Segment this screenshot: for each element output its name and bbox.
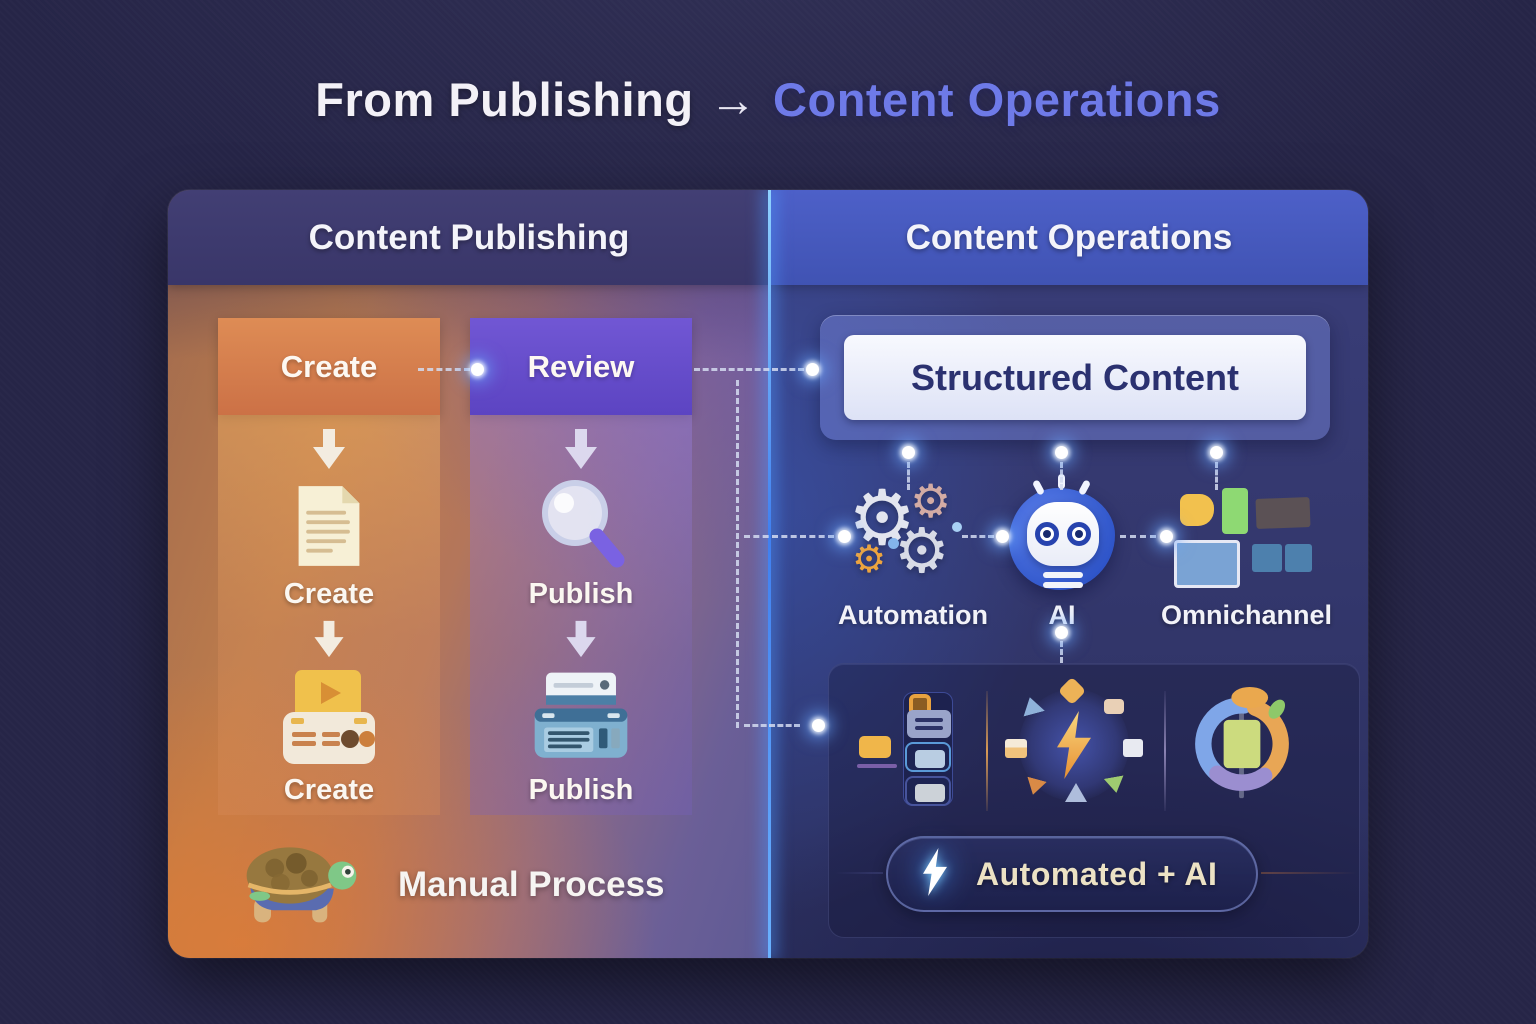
ai-robot-icon xyxy=(1007,474,1117,598)
content-publishing-header-label: Content Publishing xyxy=(308,217,630,257)
page-title: From Publishing → Content Operations xyxy=(0,72,1536,127)
comparison-card: Content Publishing Create xyxy=(168,190,1368,958)
structured-content-card: Structured Content xyxy=(820,315,1330,440)
connector-dash xyxy=(1060,462,1063,490)
printer-icon xyxy=(529,668,633,768)
connector-dash xyxy=(736,380,739,728)
turtle-icon xyxy=(226,835,376,936)
down-arrow-icon xyxy=(562,619,600,664)
robot-face xyxy=(1027,502,1099,566)
bolt-glyph xyxy=(1057,711,1091,779)
connector-dot xyxy=(996,530,1009,543)
create-column-body: Create xyxy=(218,415,440,815)
down-arrow-icon xyxy=(310,619,348,664)
connector-dot xyxy=(902,446,915,459)
content-cycle-icon xyxy=(1184,686,1300,802)
connector-dash xyxy=(418,368,470,371)
manual-process-row: Manual Process xyxy=(226,830,736,940)
automated-pipeline-panel: Automated + AI xyxy=(828,663,1360,938)
omnichannel-label: Omnichannel xyxy=(1161,600,1333,630)
publish-step-label: Publish xyxy=(528,578,634,610)
automated-ai-badge: Automated + AI xyxy=(886,836,1258,912)
automation-label: Automation xyxy=(838,600,988,630)
media-card-icon xyxy=(279,668,379,768)
ai-label: AI xyxy=(1048,600,1076,630)
manual-process-label: Manual Process xyxy=(398,865,665,904)
title-arrow-icon: → xyxy=(709,73,758,126)
review-column: Review Publish xyxy=(470,318,692,815)
connector-dot xyxy=(1210,446,1223,459)
connector-dot xyxy=(838,530,851,543)
content-publishing-header: Content Publishing xyxy=(168,190,770,285)
connector-dash xyxy=(744,535,834,538)
connector-dash xyxy=(1120,535,1156,538)
title-from: From Publishing xyxy=(315,73,694,126)
title-to: Content Operations xyxy=(773,73,1221,126)
lightning-burst-icon xyxy=(999,676,1149,811)
content-operations-header: Content Operations xyxy=(770,190,1368,285)
connector-dash xyxy=(907,462,910,490)
content-publishing-panel: Content Publishing Create xyxy=(168,190,770,958)
down-arrow-icon xyxy=(560,427,602,476)
robot-eye xyxy=(1067,522,1091,546)
magnifier-icon xyxy=(535,480,627,572)
content-operations-panel: Content Operations Structured Content ⚙ … xyxy=(770,190,1368,958)
divider xyxy=(986,691,988,811)
structured-content-label: Structured Content xyxy=(844,335,1306,420)
connector-dot xyxy=(1055,626,1068,639)
down-arrow-icon xyxy=(308,427,350,476)
create-step-label: Create xyxy=(283,774,375,806)
connector-dash xyxy=(744,724,800,727)
connector-dot xyxy=(812,719,825,732)
divider xyxy=(835,872,883,874)
divider xyxy=(1164,691,1166,811)
publish-step-label: Publish xyxy=(528,774,634,806)
connector-dot xyxy=(806,363,819,376)
connector-dash xyxy=(694,368,804,371)
content-operations-header-label: Content Operations xyxy=(905,217,1233,257)
robot-eye xyxy=(1035,522,1059,546)
connector-dash xyxy=(1060,641,1063,663)
panel-divider-glow xyxy=(768,190,771,958)
automated-ai-label: Automated + AI xyxy=(976,855,1218,892)
create-column: Create xyxy=(218,318,440,815)
divider xyxy=(1261,872,1356,874)
document-icon xyxy=(291,480,367,572)
create-column-header: Create xyxy=(218,318,440,415)
connector-dash xyxy=(962,535,994,538)
content-stack-icon xyxy=(857,692,963,808)
lightning-icon xyxy=(918,847,952,901)
review-column-body: Publish xyxy=(470,415,692,815)
connector-dot xyxy=(1160,530,1173,543)
connector-dot xyxy=(1055,446,1068,459)
omnichannel-grid-icon xyxy=(1172,488,1314,592)
connector-dash xyxy=(1215,462,1218,490)
connector-dot xyxy=(471,363,484,376)
create-step-label: Create xyxy=(283,578,375,610)
gears-icon: ⚙ ⚙ ⚙ ⚙ xyxy=(848,478,978,594)
review-column-header: Review xyxy=(470,318,692,415)
